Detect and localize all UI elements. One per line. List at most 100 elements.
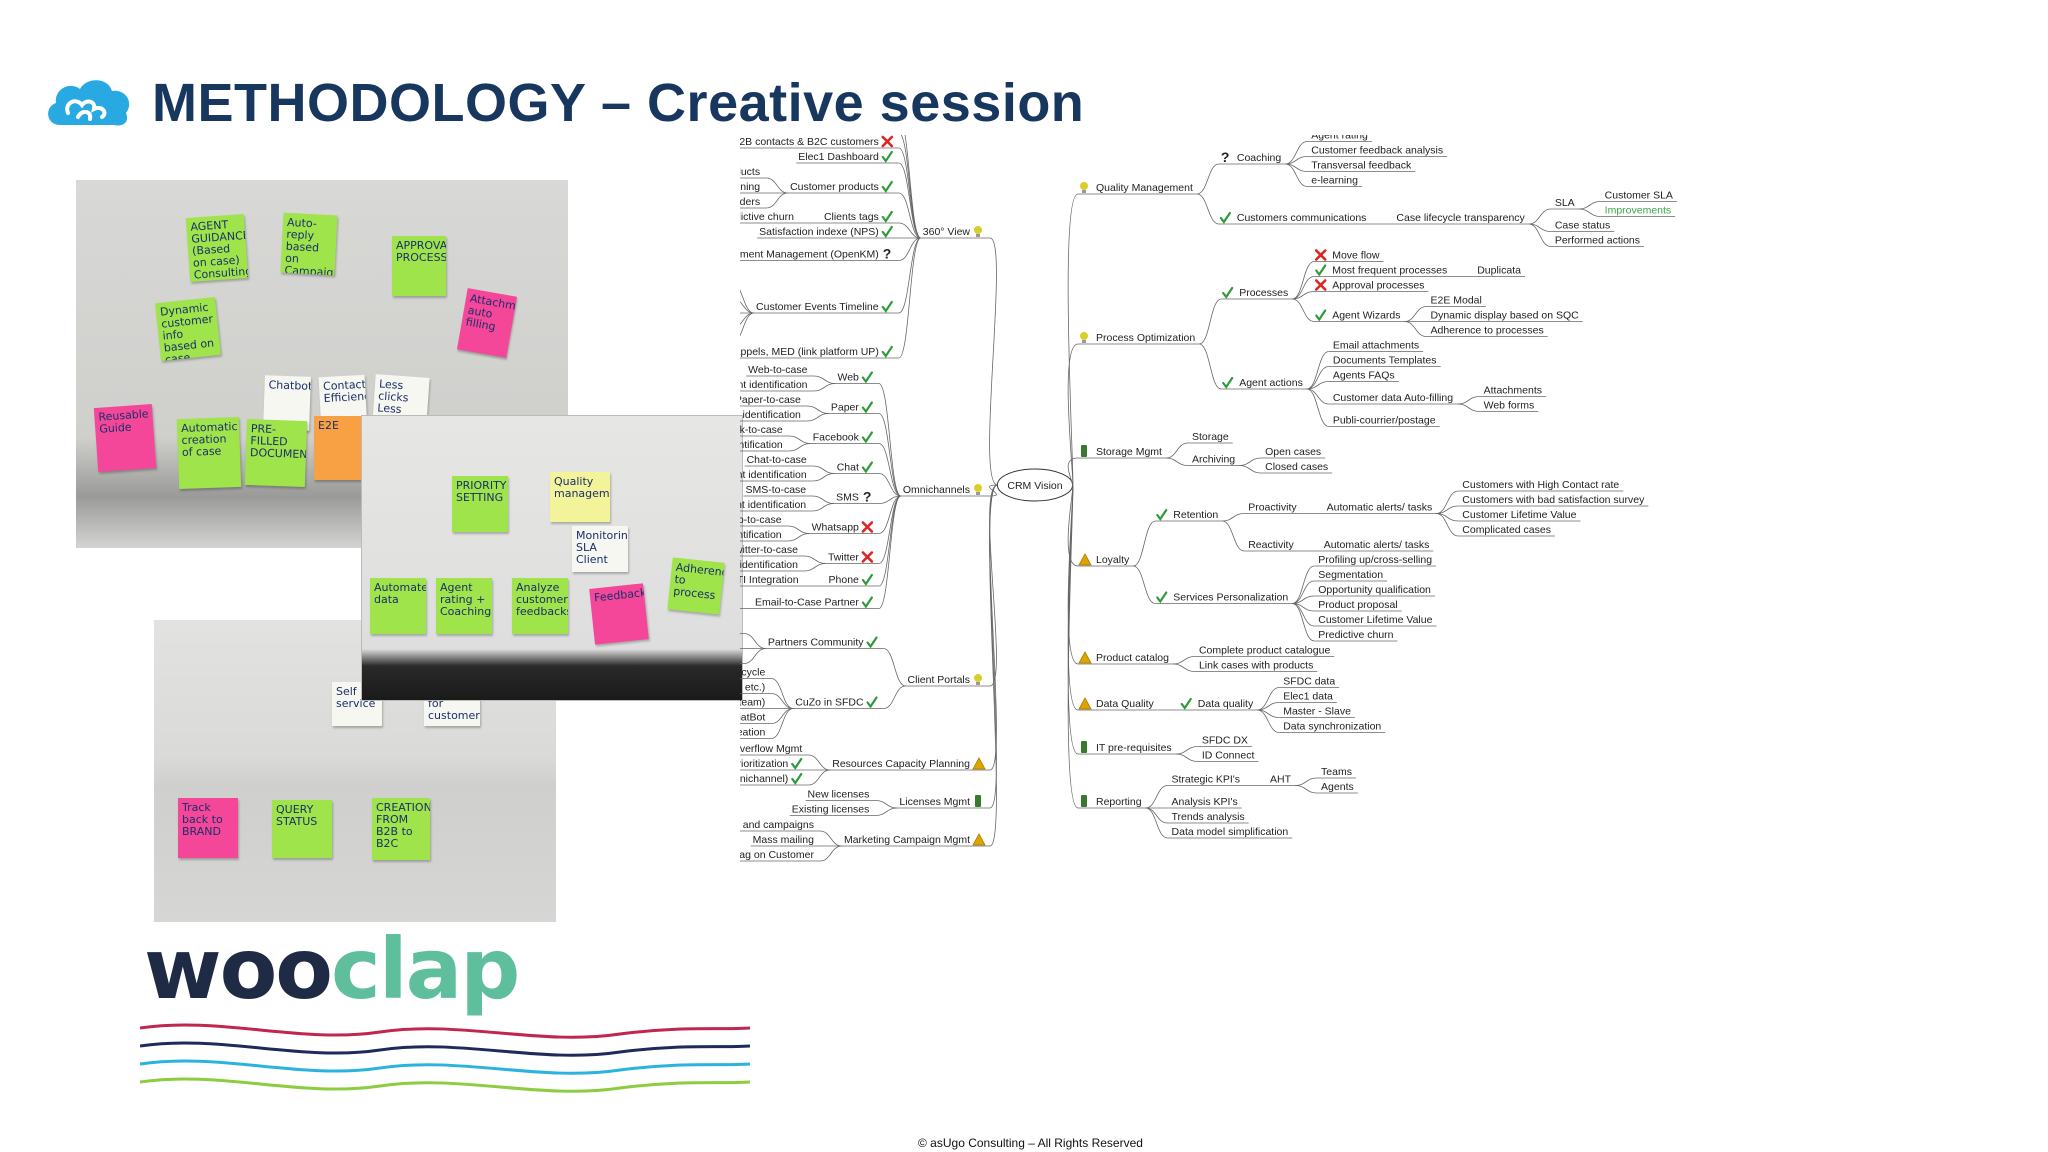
branch-connector (898, 222, 921, 239)
mindmap-node: Customers with bad satisfaction survey (1462, 494, 1645, 506)
mindmap-node: Automatic alerts/ tasks (1324, 539, 1430, 551)
branch-connector (1172, 656, 1195, 665)
branch-connector (1239, 457, 1262, 466)
branch-connector (803, 563, 826, 572)
mindmap-node: CuZo in SFDC (795, 697, 864, 709)
mindmap-node: Customer products (790, 181, 879, 193)
mindmap-node: Client Portals (908, 674, 970, 686)
branch-connector (1528, 223, 1551, 247)
mindmap-node: Client identification (740, 439, 783, 451)
mindmap-node: Clients tags (824, 211, 879, 223)
svg-text:?: ? (863, 489, 872, 505)
branch-connector (1292, 261, 1315, 300)
branch-connector (1295, 777, 1318, 786)
svg-text:?: ? (883, 246, 892, 262)
mindmap-node: Twitter (828, 552, 859, 564)
cloud-logo-icon (48, 80, 130, 126)
mindmap-node: Boiler Maintenance planning (740, 181, 760, 193)
mindmap-node: Paper-to-case (740, 394, 801, 406)
mindmap-node: Agent actions (1239, 377, 1303, 389)
branch-connector (1306, 366, 1329, 390)
mindmap-node: Agents (1321, 781, 1354, 793)
check-icon (881, 150, 893, 163)
mindmap-node: Performed actions (1555, 235, 1640, 247)
main-branch (989, 237, 998, 486)
battery-icon (1081, 795, 1087, 807)
mindmap-node: Customer data Auto-filling (1333, 392, 1453, 404)
mindmap-node: Coaching (1237, 152, 1282, 164)
sticky-note: Reusable Guide (93, 404, 157, 472)
mindmap-node: Client identification (740, 409, 801, 421)
main-branch (989, 484, 998, 847)
check-icon (881, 225, 893, 238)
mindmap-node: Client identification (740, 559, 798, 571)
branch-connector (878, 495, 902, 587)
mindmap-node: CTI Integration (740, 574, 799, 586)
mindmap-node: Whatsapp-to-case (740, 514, 782, 526)
mindmap-node: Strategic KPI's (1172, 774, 1241, 786)
mindmap-node: Campaign flag on Customer (740, 849, 814, 861)
branch-connector (1457, 403, 1480, 412)
branch-connector (819, 830, 842, 847)
question-icon: ? (883, 246, 892, 262)
mindmap-node: e-learning (1311, 175, 1358, 187)
mindmap-node: Attachments (1484, 385, 1542, 397)
warn-icon (1078, 651, 1092, 664)
check-icon (881, 210, 893, 223)
main-branch (1067, 193, 1079, 486)
mindmap-node: Web-to-case (748, 364, 807, 376)
branch-connector (898, 162, 921, 239)
sticky-note: Automatic creation of case (176, 416, 242, 490)
sticky-note: Feedback (589, 583, 649, 645)
mindmap-node: Knowledge access (FAQs, videos, etc.) (740, 682, 765, 694)
branch-connector (788, 443, 811, 452)
main-branch (1067, 343, 1079, 486)
branch-connector (1292, 603, 1315, 642)
mindmap-node: Reactivity (1248, 539, 1294, 551)
idea-icon (974, 674, 982, 685)
mindmap-node: Customer SLA (1605, 190, 1673, 202)
battery-icon (975, 795, 981, 807)
sticky-note: Dynamic customer info based on case (155, 297, 221, 361)
cross-icon (861, 521, 874, 533)
check-icon (881, 180, 893, 193)
sticky-note: CREATION FROM B2B to B2C (372, 798, 430, 860)
mindmap-node: Facebook (813, 432, 860, 444)
branch-connector (1436, 490, 1459, 514)
mindmap-node: IT pre-requisites (1096, 742, 1172, 754)
warn-icon (1078, 553, 1092, 566)
branch-connector (808, 754, 831, 771)
branch-connector (1222, 520, 1245, 552)
branch-connector (740, 289, 755, 314)
branch-connector (771, 678, 794, 709)
sticky-note: APPROVAL PROCESS (392, 236, 446, 296)
check-icon (1180, 697, 1192, 710)
check-icon (791, 757, 803, 770)
mindmap-node: Agent Wizards (1332, 310, 1400, 322)
mindmap-node: Omnichannels (903, 484, 970, 496)
branch-connector (813, 383, 836, 392)
branch-connector (1196, 193, 1219, 225)
mindmap-node: Data Quality (1096, 698, 1155, 710)
check-icon (1222, 376, 1234, 389)
mindmap-node: Client identification (740, 529, 782, 541)
sticky-note: Auto-reply based on Campaign or client (280, 212, 338, 276)
mindmap-node: Case lifecycle transparency (1396, 212, 1525, 224)
sticky-notes-photo-1: AGENT GUIDANCE (Based on case) Consultin… (76, 180, 568, 548)
branch-connector (1292, 565, 1315, 604)
idea-icon (1080, 182, 1088, 193)
mindmap-node: Most frequent processes (1332, 265, 1447, 277)
branch-connector (1306, 388, 1329, 427)
battery-icon (1081, 445, 1087, 457)
main-branch (1067, 484, 1079, 809)
mindmap-node: Client identification (740, 499, 806, 511)
check-icon (861, 431, 873, 444)
mindmap-node: Customer Lifetime Value (1318, 614, 1432, 626)
branch-connector (1145, 785, 1168, 809)
check-icon (1315, 264, 1327, 277)
branch-connector (1199, 298, 1222, 345)
branch-connector (875, 800, 898, 809)
mindmap-node: Whatsapp (812, 522, 859, 534)
mindmap-node: Existing licenses (792, 804, 870, 816)
mindmap-node: Type of products (740, 166, 760, 178)
